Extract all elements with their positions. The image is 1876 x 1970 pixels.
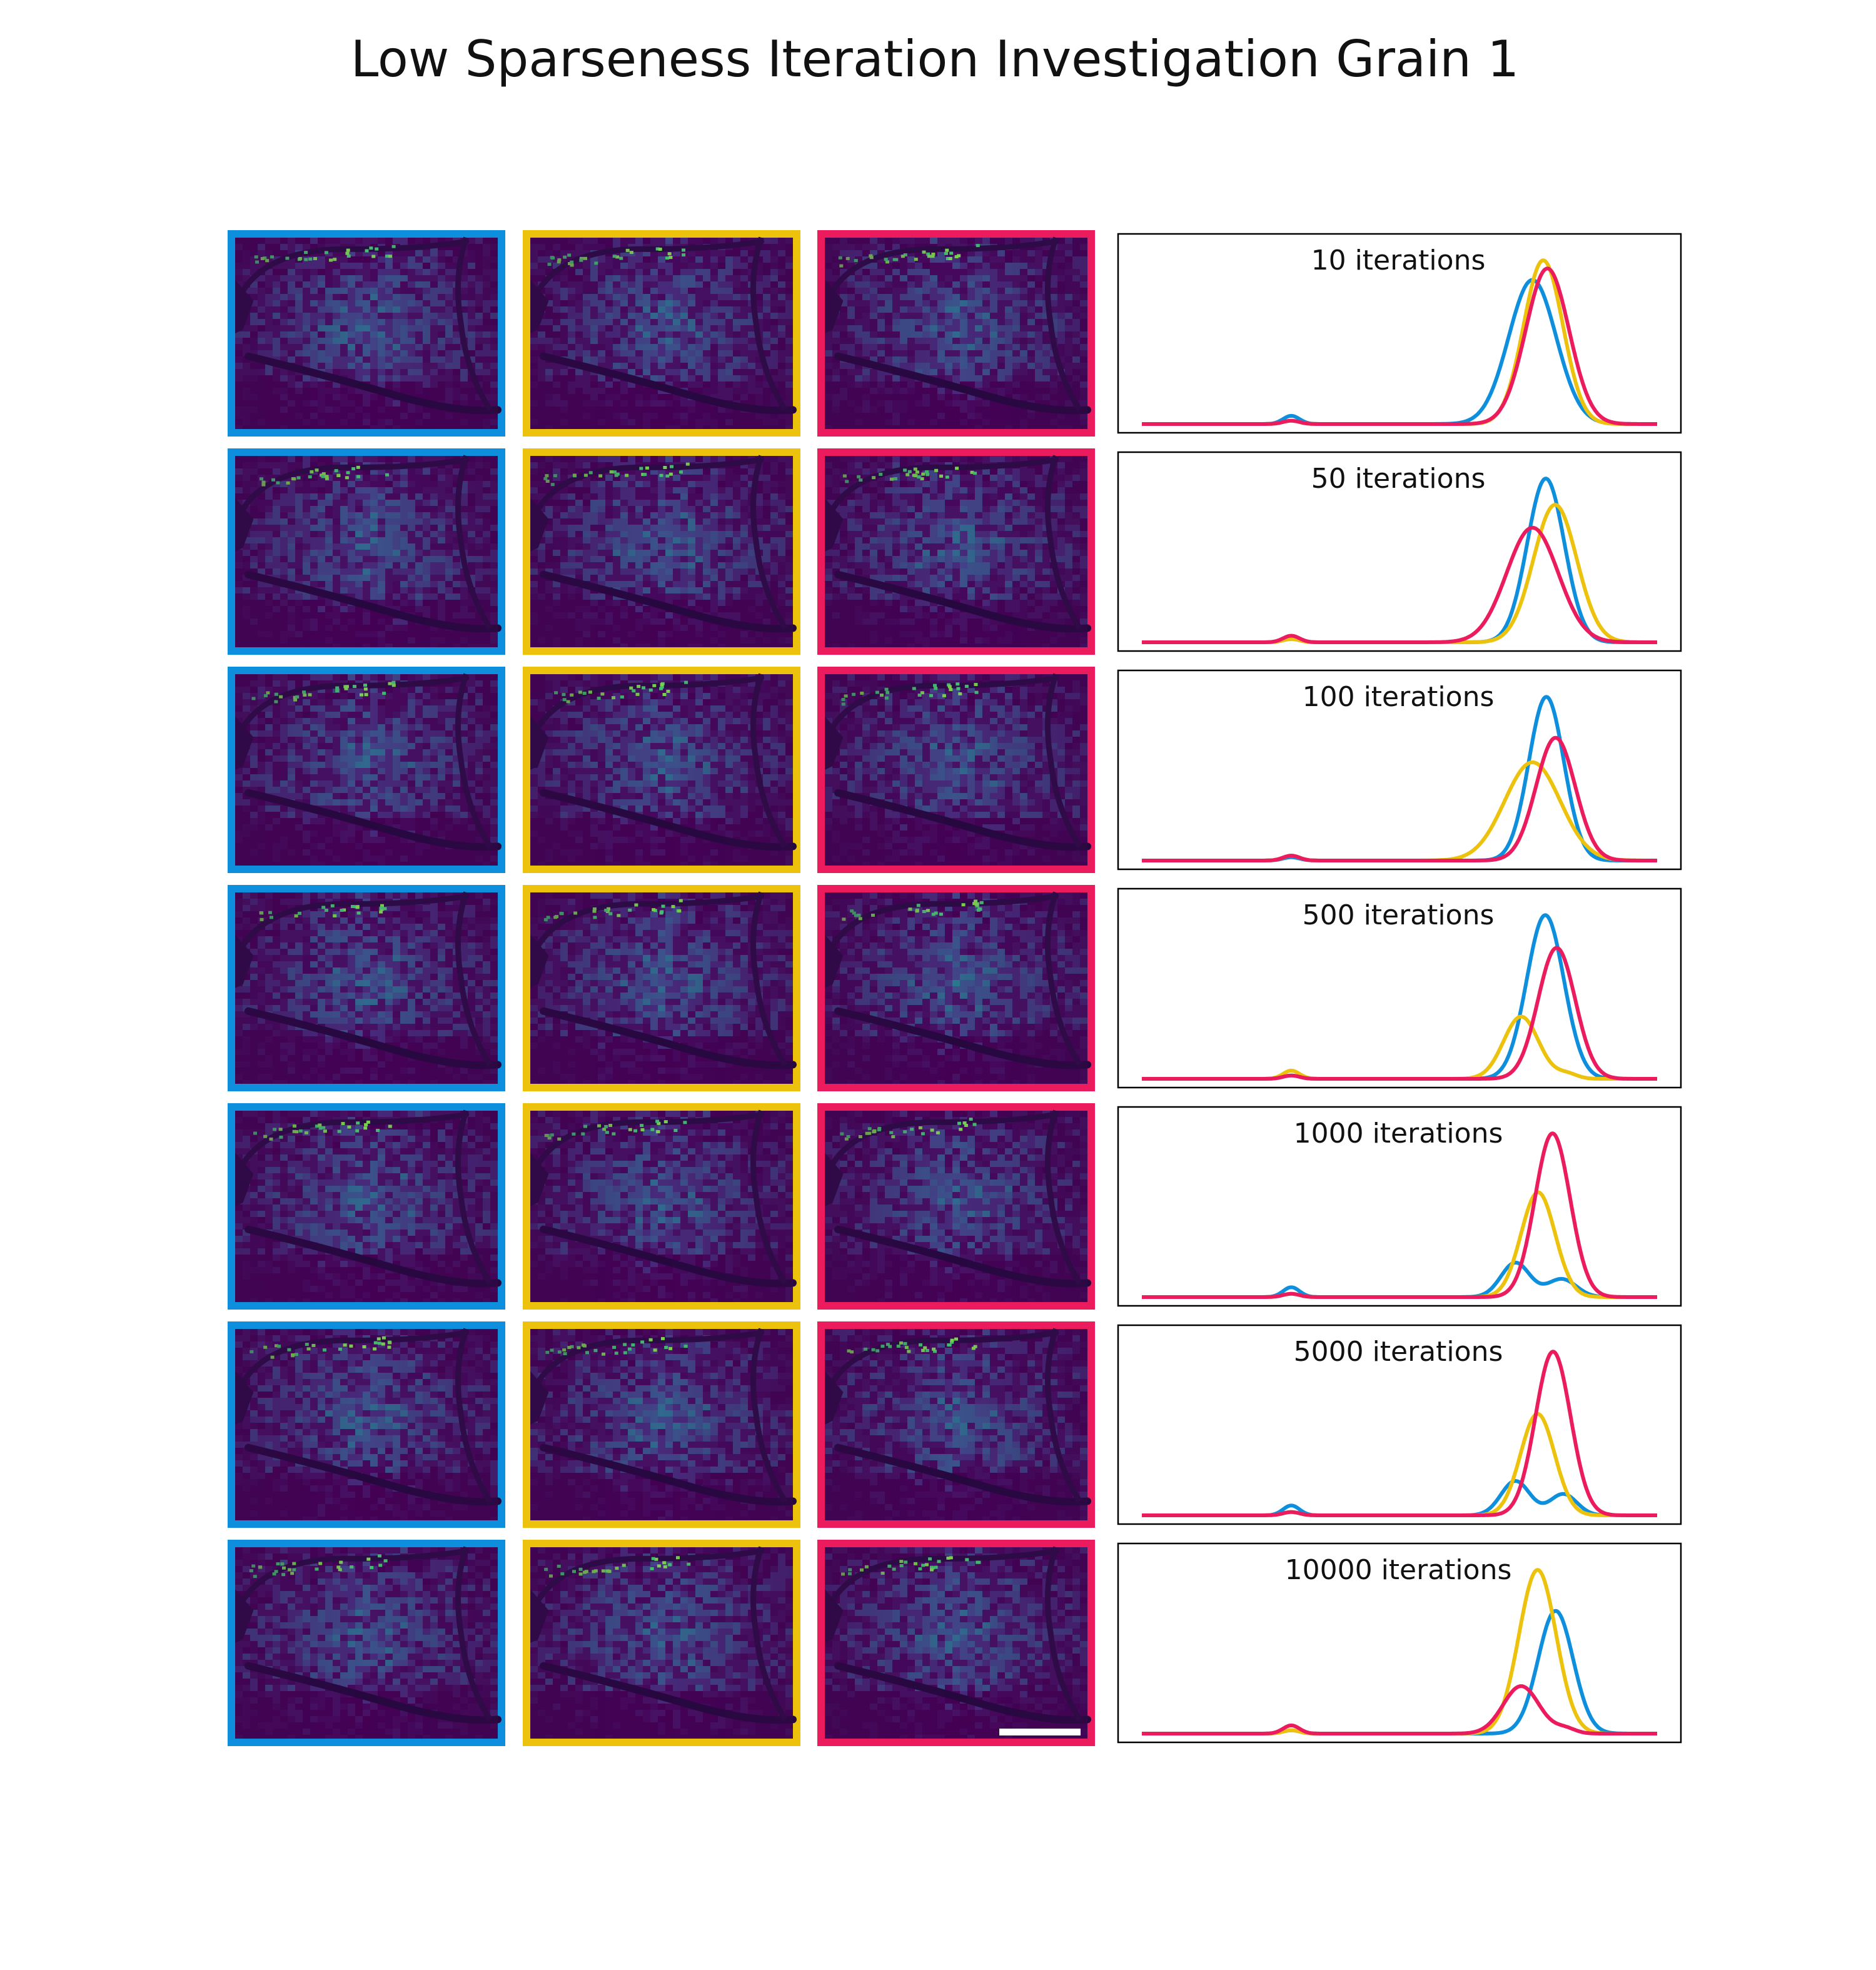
plot-label: 50 iterations — [1311, 463, 1486, 495]
image-panel-red — [817, 448, 1095, 655]
image-panel-yellow — [523, 448, 800, 655]
image-panel-blue — [228, 1540, 505, 1746]
row-2: 100 iterations — [228, 667, 1681, 873]
image-panel-red — [817, 667, 1095, 873]
plot-label: 10000 iterations — [1285, 1554, 1512, 1586]
plot-label: 5000 iterations — [1294, 1336, 1503, 1368]
line-plot: 10 iterations — [1118, 234, 1681, 433]
panel-grid: 10 iterations 50 iterations 100 iterations… — [228, 230, 1681, 1746]
line-plot: 50 iterations — [1118, 452, 1681, 651]
image-panel-blue — [228, 448, 505, 655]
image-panel-blue — [228, 1103, 505, 1310]
image-panel-blue — [228, 667, 505, 873]
row-0: 10 iterations — [228, 230, 1681, 437]
image-panel-red — [817, 1103, 1095, 1310]
image-panel-red — [817, 1540, 1095, 1746]
line-plot: 5000 iterations — [1118, 1325, 1681, 1524]
image-panel-blue — [228, 230, 505, 437]
plot-label: 100 iterations — [1303, 681, 1495, 713]
plot-label: 10 iterations — [1311, 245, 1486, 276]
scale-bar — [999, 1729, 1081, 1735]
row-3: 500 iterations — [228, 885, 1681, 1091]
row-4: 1000 iterations — [228, 1103, 1681, 1310]
image-panel-yellow — [523, 1103, 800, 1310]
plot-label: 500 iterations — [1303, 899, 1495, 931]
image-panel-blue — [228, 885, 505, 1091]
image-panel-yellow — [523, 885, 800, 1091]
line-plot: 1000 iterations — [1118, 1107, 1681, 1306]
line-plot: 10000 iterations — [1118, 1543, 1681, 1742]
image-panel-red — [817, 1321, 1095, 1528]
image-panel-yellow — [523, 1321, 800, 1528]
row-1: 50 iterations — [228, 448, 1681, 655]
image-panel-red — [817, 885, 1095, 1091]
image-panel-red — [817, 230, 1095, 437]
row-5: 5000 iterations — [228, 1321, 1681, 1528]
image-panel-blue — [228, 1321, 505, 1528]
plot-label: 1000 iterations — [1294, 1118, 1503, 1149]
row-6: 10000 iterations — [228, 1540, 1681, 1746]
image-panel-yellow — [523, 1540, 800, 1746]
image-panel-yellow — [523, 667, 800, 873]
line-plot: 500 iterations — [1118, 889, 1681, 1088]
line-plot: 100 iterations — [1118, 670, 1681, 869]
image-panel-yellow — [523, 230, 800, 437]
